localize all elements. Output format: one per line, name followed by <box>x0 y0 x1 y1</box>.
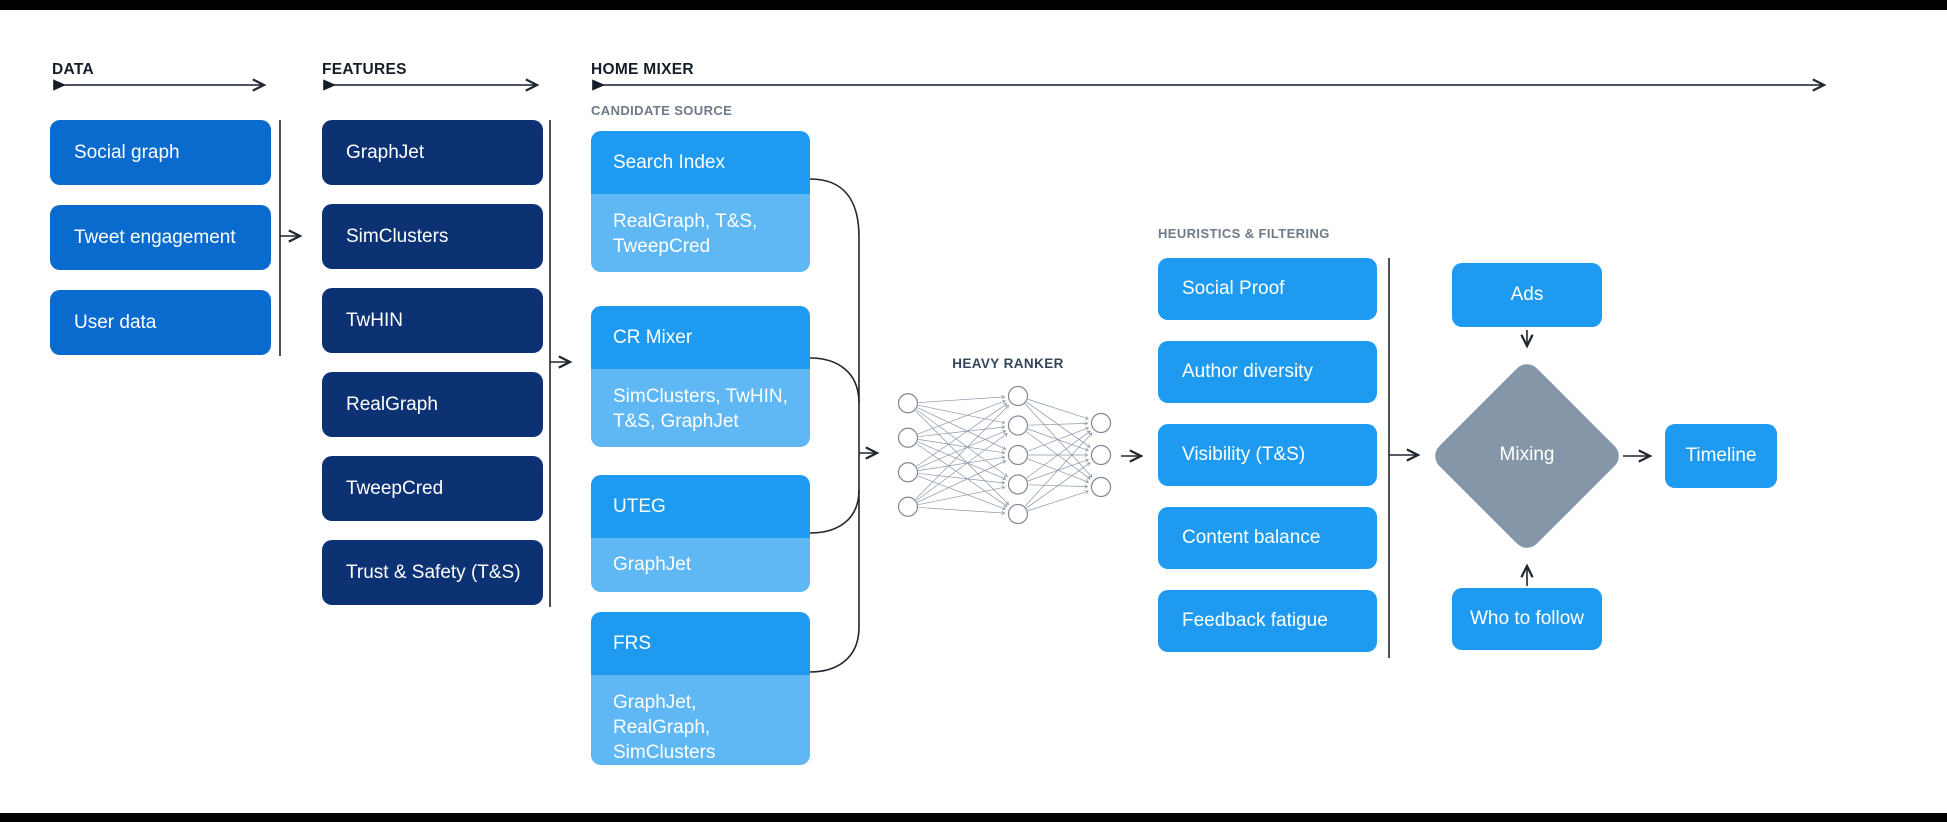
candidate-source-label: CANDIDATE SOURCE <box>591 103 733 118</box>
feature-item: TweepCred <box>322 456 543 521</box>
feature-item: RealGraph <box>322 372 543 437</box>
ads-box: Ads <box>1452 263 1602 327</box>
candidate-sources: GraphJet <box>591 538 810 592</box>
feature-item: GraphJet <box>322 120 543 185</box>
features-section-label: FEATURES <box>322 61 407 78</box>
network-node <box>1090 476 1112 498</box>
candidate-header: Search Index <box>591 131 810 194</box>
network-node <box>1007 474 1029 495</box>
heuristics-filtering-label: HEURISTICS & FILTERING <box>1158 226 1330 241</box>
heuristic-item: Feedback fatigue <box>1158 590 1377 652</box>
uteg-curve <box>809 489 860 534</box>
network-node <box>1007 444 1029 466</box>
network-node <box>1090 412 1112 434</box>
who-to-follow-box: Who to follow <box>1452 588 1602 650</box>
feature-item: TwHIN <box>322 288 543 353</box>
network-node <box>897 427 919 448</box>
network-node <box>1007 415 1029 436</box>
home-mixer-section-label: HOME MIXER <box>591 61 694 78</box>
candidate-merge-curves <box>809 178 860 673</box>
heuristic-item: Content balance <box>1158 507 1377 569</box>
network-node <box>897 496 919 517</box>
candidate-header: FRS <box>591 612 810 675</box>
network-node <box>1007 503 1029 525</box>
candidate-group-frs: FRS GraphJet, RealGraph, SimClusters <box>591 612 810 765</box>
candidate-group-search-index: Search Index RealGraph, T&S, TweepCred <box>591 131 810 272</box>
timeline-box: Timeline <box>1665 424 1777 488</box>
search-index-curve <box>809 178 860 238</box>
network-node <box>1090 444 1112 466</box>
top-letterbox-bar <box>0 0 1947 10</box>
heuristic-item: Social Proof <box>1158 258 1377 320</box>
data-section-label: DATA <box>52 61 94 78</box>
data-item: Tweet engagement <box>50 205 271 270</box>
heavy-ranker-label: HEAVY RANKER <box>952 356 1064 371</box>
feature-item: Trust & Safety (T&S) <box>322 540 543 605</box>
neural-network-graphic <box>897 385 1112 525</box>
network-node <box>1007 385 1029 407</box>
candidate-header: UTEG <box>591 475 810 538</box>
network-node <box>897 462 919 483</box>
heuristic-item: Visibility (T&S) <box>1158 424 1377 486</box>
candidate-group-cr-mixer: CR Mixer SimClusters, TwHIN, T&S, GraphJ… <box>591 306 810 447</box>
cr-mixer-curve <box>809 357 860 404</box>
candidate-sources: GraphJet, RealGraph, SimClusters <box>591 675 810 765</box>
flow-arrows <box>280 236 1650 586</box>
heuristic-item: Author diversity <box>1158 341 1377 403</box>
data-item: Social graph <box>50 120 271 185</box>
mixing-label: Mixing <box>1499 444 1555 465</box>
candidate-header: CR Mixer <box>591 306 810 369</box>
data-item: User data <box>50 290 271 355</box>
frs-curve <box>809 626 860 673</box>
feature-item: SimClusters <box>322 204 543 269</box>
divider-lines <box>279 120 1390 658</box>
candidate-sources: RealGraph, T&S, TweepCred <box>591 194 810 272</box>
candidate-sources: SimClusters, TwHIN, T&S, GraphJet <box>591 369 810 447</box>
candidate-group-uteg: UTEG GraphJet <box>591 475 810 592</box>
bottom-letterbox-bar <box>0 813 1947 822</box>
network-node <box>897 393 919 414</box>
